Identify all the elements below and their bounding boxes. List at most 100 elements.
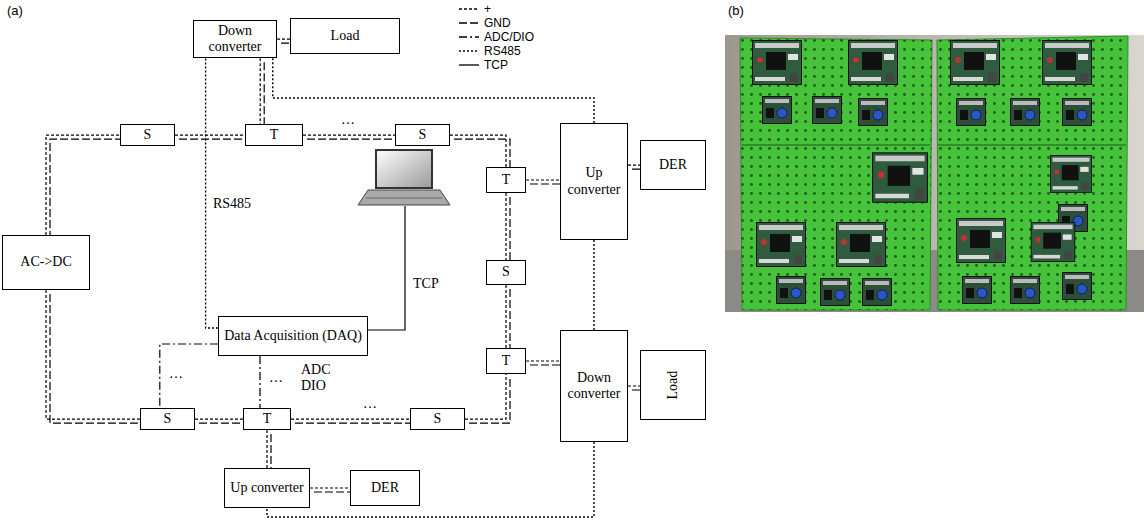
wire-line — [260, 58, 261, 124]
wire-line — [46, 135, 120, 235]
box-text: Up converter — [230, 480, 303, 496]
power-bus — [526, 180, 564, 184]
power-bus — [195, 419, 247, 423]
wire-line — [450, 135, 506, 167]
wire-line — [593, 240, 594, 330]
wire-line — [267, 442, 594, 517]
wire-line — [50, 294, 144, 423]
box-text: S — [502, 264, 510, 280]
box-text: S — [144, 127, 152, 143]
legend-line-sample — [459, 8, 479, 9]
power-bus — [175, 135, 249, 139]
wire-line — [50, 139, 124, 239]
converter-box: Down converter — [193, 20, 277, 58]
rs485-wire — [206, 58, 218, 328]
ellipsis: … — [340, 112, 356, 128]
ellipsis: … — [268, 370, 284, 386]
box-text: DER — [371, 480, 399, 496]
legend-sample — [458, 32, 480, 42]
power-bus — [291, 419, 414, 423]
box-text: S — [164, 411, 172, 427]
link-label: TCP — [412, 276, 440, 292]
power-bus — [46, 290, 144, 423]
wire-line — [526, 179, 560, 180]
wire-line — [530, 183, 564, 184]
legend-item: RS485 — [458, 44, 534, 58]
wire-line — [291, 418, 410, 419]
pegboard-seam — [742, 144, 930, 146]
rs485-wire — [273, 58, 594, 123]
box-text: Up converter — [563, 165, 625, 197]
legend-item: ADC/DIO — [458, 30, 534, 44]
panel-label: (a) — [6, 4, 24, 19]
wire-line — [307, 138, 399, 139]
legend-sample — [458, 60, 480, 70]
tcp-wire — [368, 206, 405, 330]
box-text: Down converter — [563, 370, 625, 402]
power-bus — [267, 430, 271, 472]
wire-line — [46, 290, 140, 419]
photo-background — [725, 35, 1144, 312]
legend-sample — [458, 18, 480, 28]
converter-box: Up converter — [560, 123, 628, 240]
switch-box: S — [120, 124, 175, 146]
signal-label: DIO — [300, 378, 327, 394]
box-text: T — [263, 411, 272, 427]
box-text: Data Acquisition (DAQ) — [224, 328, 362, 344]
pegboard-seam — [938, 144, 1126, 146]
legend-text: ADC/DIO — [484, 30, 534, 44]
load-box: Load — [290, 18, 400, 54]
legend-text: GND — [484, 16, 511, 30]
rs485-wire — [267, 442, 594, 517]
power-bus — [310, 488, 354, 492]
circuit-boards — [753, 41, 1092, 306]
legend-item: GND — [458, 16, 534, 30]
box-text: AC->DC — [20, 254, 71, 270]
box-text: DER — [659, 157, 687, 173]
box-text: Load — [665, 371, 681, 400]
pegboard — [740, 38, 932, 310]
adc-dio-wire — [160, 344, 218, 408]
power-bus — [506, 193, 510, 264]
ellipsis: … — [362, 396, 378, 412]
power-bus — [46, 135, 124, 239]
power-bus — [260, 58, 264, 128]
wire-line — [179, 138, 249, 139]
pegboard — [937, 36, 1128, 310]
adc-dio-wire — [260, 356, 261, 408]
daq-box: Data Acquisition (DAQ) — [218, 316, 368, 356]
legend-line-sample — [459, 22, 479, 23]
bus-label: RS485 — [212, 196, 252, 212]
legend-sample — [458, 4, 480, 14]
wire-line — [264, 62, 265, 128]
wire-line — [509, 197, 510, 264]
converter-box: Up converter — [224, 468, 310, 508]
tap-box: T — [486, 348, 526, 374]
switch-box: S — [395, 124, 450, 146]
box-text: Load — [331, 28, 360, 44]
switch-box: S — [486, 260, 526, 285]
laptop-icon — [358, 150, 450, 205]
ellipsis: … — [168, 366, 184, 382]
legend: +GNDADC/DIORS485TCP — [458, 2, 534, 72]
wire-line — [277, 38, 290, 39]
wire-line — [628, 385, 640, 386]
box-text: T — [502, 172, 511, 188]
tap-box: T — [243, 408, 291, 430]
box-text: T — [502, 353, 511, 369]
wire-line — [310, 487, 350, 488]
der-box: DER — [350, 470, 420, 506]
pegboard-holes — [937, 36, 1128, 310]
wire-line — [259, 356, 260, 408]
power-bus — [526, 361, 564, 365]
wire-line — [175, 134, 245, 135]
rs485-wire — [594, 240, 595, 330]
der-box: DER — [640, 140, 706, 190]
legend-line-sample — [459, 36, 479, 37]
rectifier-box: AC->DC — [2, 235, 90, 290]
load-box: Load — [640, 350, 706, 420]
wire-line — [628, 165, 640, 166]
box-text: T — [270, 127, 279, 143]
wire-line — [160, 344, 218, 408]
